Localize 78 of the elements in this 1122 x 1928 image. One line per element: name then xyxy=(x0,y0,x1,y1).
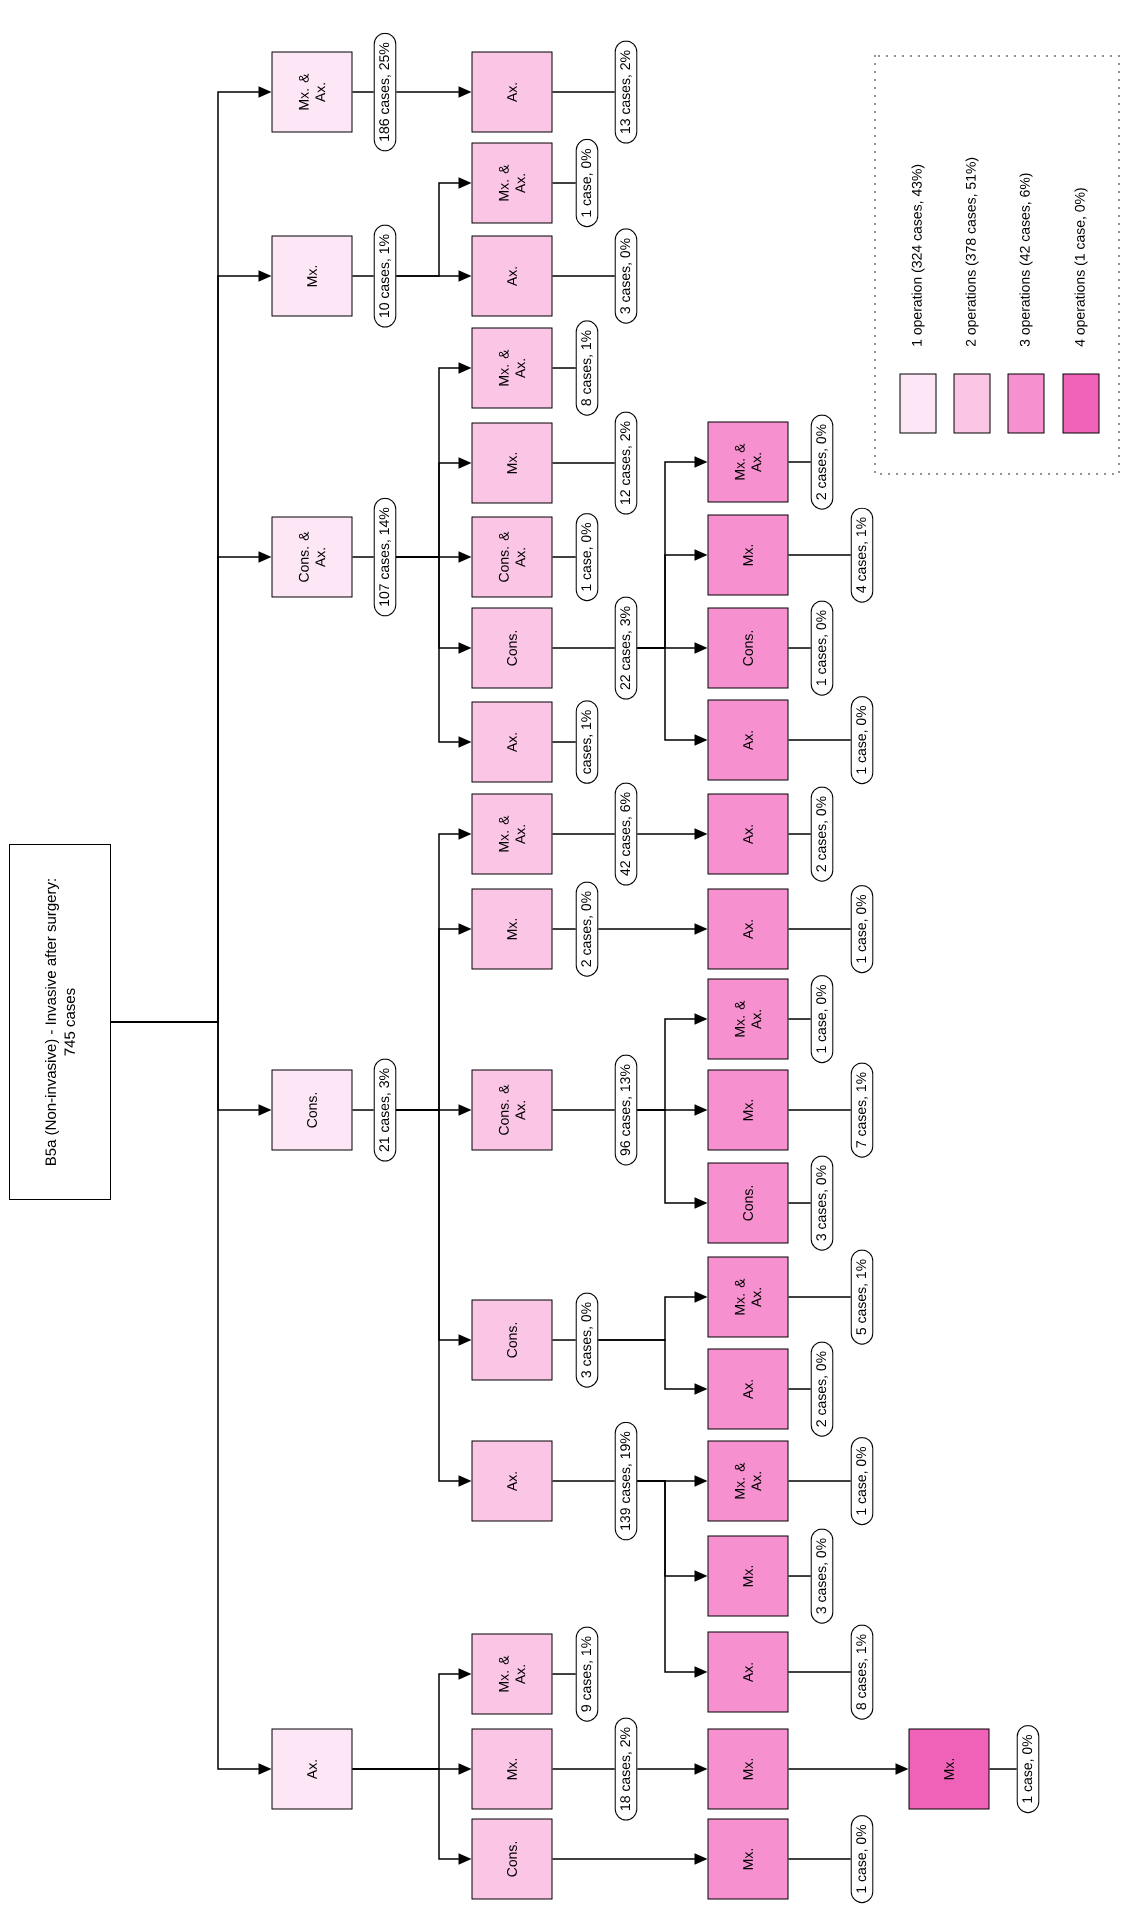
count-pill: 1 cases, 0% xyxy=(810,600,834,696)
count-pill: 7 cases, 1% xyxy=(850,1062,874,1158)
count-pill: 8 cases, 1% xyxy=(850,1624,874,1720)
process-box: Cons. xyxy=(471,607,553,689)
count-pill: cases, 1% xyxy=(575,700,599,784)
process-box: Mx. & Ax. xyxy=(271,51,353,133)
process-box: Ax. xyxy=(707,888,789,970)
process-box: Ax. xyxy=(271,1728,353,1810)
count-pill: 2 cases, 0% xyxy=(810,1341,834,1437)
process-box: Cons. xyxy=(707,607,789,689)
count-pill: 1 case, 0% xyxy=(575,138,599,228)
count-pill: 1 case, 0% xyxy=(850,884,874,974)
count-pill: 1 case, 0% xyxy=(810,974,834,1064)
process-box: Mx. xyxy=(707,1069,789,1151)
count-pill: 96 cases, 13% xyxy=(614,1054,638,1166)
count-pill: 1 case, 0% xyxy=(850,1436,874,1526)
process-box: Cons. xyxy=(471,1818,553,1900)
process-box: Ax. xyxy=(707,1631,789,1713)
process-box: Mx. & Ax. xyxy=(471,142,553,224)
legend-label: 3 operations (42 cases, 6%) xyxy=(1019,173,1033,347)
count-pill: 9 cases, 1% xyxy=(575,1626,599,1722)
process-box: Mx. & Ax. xyxy=(707,978,789,1060)
count-pill: 18 cases, 2% xyxy=(614,1717,638,1821)
count-pill: 186 cases, 25% xyxy=(373,32,397,152)
process-box: Mx. xyxy=(271,235,353,317)
process-box: Mx. xyxy=(471,422,553,504)
process-box: Mx. & Ax. xyxy=(707,421,789,503)
count-pill: 10 cases, 1% xyxy=(373,224,397,328)
count-pill: 139 cases, 19% xyxy=(614,1421,638,1541)
count-pill: 4 cases, 1% xyxy=(850,507,874,603)
process-box: Ax. xyxy=(471,51,553,133)
count-pill: 3 cases, 0% xyxy=(810,1528,834,1624)
process-box: Mx. & Ax. xyxy=(471,327,553,409)
count-pill: 1 case, 0% xyxy=(1016,1724,1040,1814)
count-pill: 2 cases, 0% xyxy=(810,414,834,510)
count-pill: 3 cases, 0% xyxy=(810,1155,834,1251)
count-pill: 2 cases, 0% xyxy=(810,786,834,882)
root-box: B5a (Non-invasive) - Invasive after surgery: 745 cases xyxy=(9,844,111,1200)
process-box: Mx. & Ax. xyxy=(471,1633,553,1715)
count-pill: 3 cases, 0% xyxy=(575,1292,599,1388)
process-box: Cons. xyxy=(271,1069,353,1151)
count-pill: 1 case, 0% xyxy=(850,695,874,785)
process-box: Mx. xyxy=(707,1728,789,1810)
process-box: Cons. & Ax. xyxy=(471,516,553,598)
legend-label: 1 operation (324 cases, 43%) xyxy=(911,164,925,346)
process-box: Cons. & Ax. xyxy=(271,516,353,598)
process-box: Mx. & Ax. xyxy=(471,793,553,875)
process-box: Mx. & Ax. xyxy=(707,1440,789,1522)
process-box: Mx. xyxy=(707,1818,789,1900)
process-box: Mx. xyxy=(908,1728,990,1810)
process-box: Cons. xyxy=(707,1162,789,1244)
process-box: Ax. xyxy=(471,235,553,317)
count-pill: 21 cases, 3% xyxy=(373,1058,397,1162)
process-box: Ax. xyxy=(707,699,789,781)
process-box: Ax. xyxy=(707,793,789,875)
count-pill: 1 case, 0% xyxy=(575,512,599,602)
count-pill: 2 cases, 0% xyxy=(575,881,599,977)
process-box: Ax. xyxy=(471,1440,553,1522)
process-box: Mx. xyxy=(707,1535,789,1617)
count-pill: 5 cases, 1% xyxy=(850,1249,874,1345)
count-pill: 42 cases, 6% xyxy=(614,782,638,886)
legend-label: 2 operations (378 cases, 51%) xyxy=(965,157,979,347)
process-box: Ax. xyxy=(471,701,553,783)
count-pill: 8 cases, 1% xyxy=(575,320,599,416)
legend-label: 4 operations (1 case, 0%) xyxy=(1074,188,1088,347)
process-box: Ax. xyxy=(707,1348,789,1430)
count-pill: 3 cases, 0% xyxy=(614,228,638,324)
process-box: Mx. & Ax. xyxy=(707,1256,789,1338)
count-pill: 22 cases, 3% xyxy=(614,596,638,700)
count-pill: 12 cases, 2% xyxy=(614,411,638,515)
count-pill: 107 cases, 14% xyxy=(373,497,397,617)
process-box: Mx. xyxy=(707,514,789,596)
process-box: Mx. xyxy=(471,888,553,970)
process-box: Mx. xyxy=(471,1728,553,1810)
count-pill: 1 case, 0% xyxy=(850,1814,874,1904)
process-box: Cons. xyxy=(471,1299,553,1381)
process-box: Cons. & Ax. xyxy=(471,1069,553,1151)
count-pill: 13 cases, 2% xyxy=(614,40,638,144)
